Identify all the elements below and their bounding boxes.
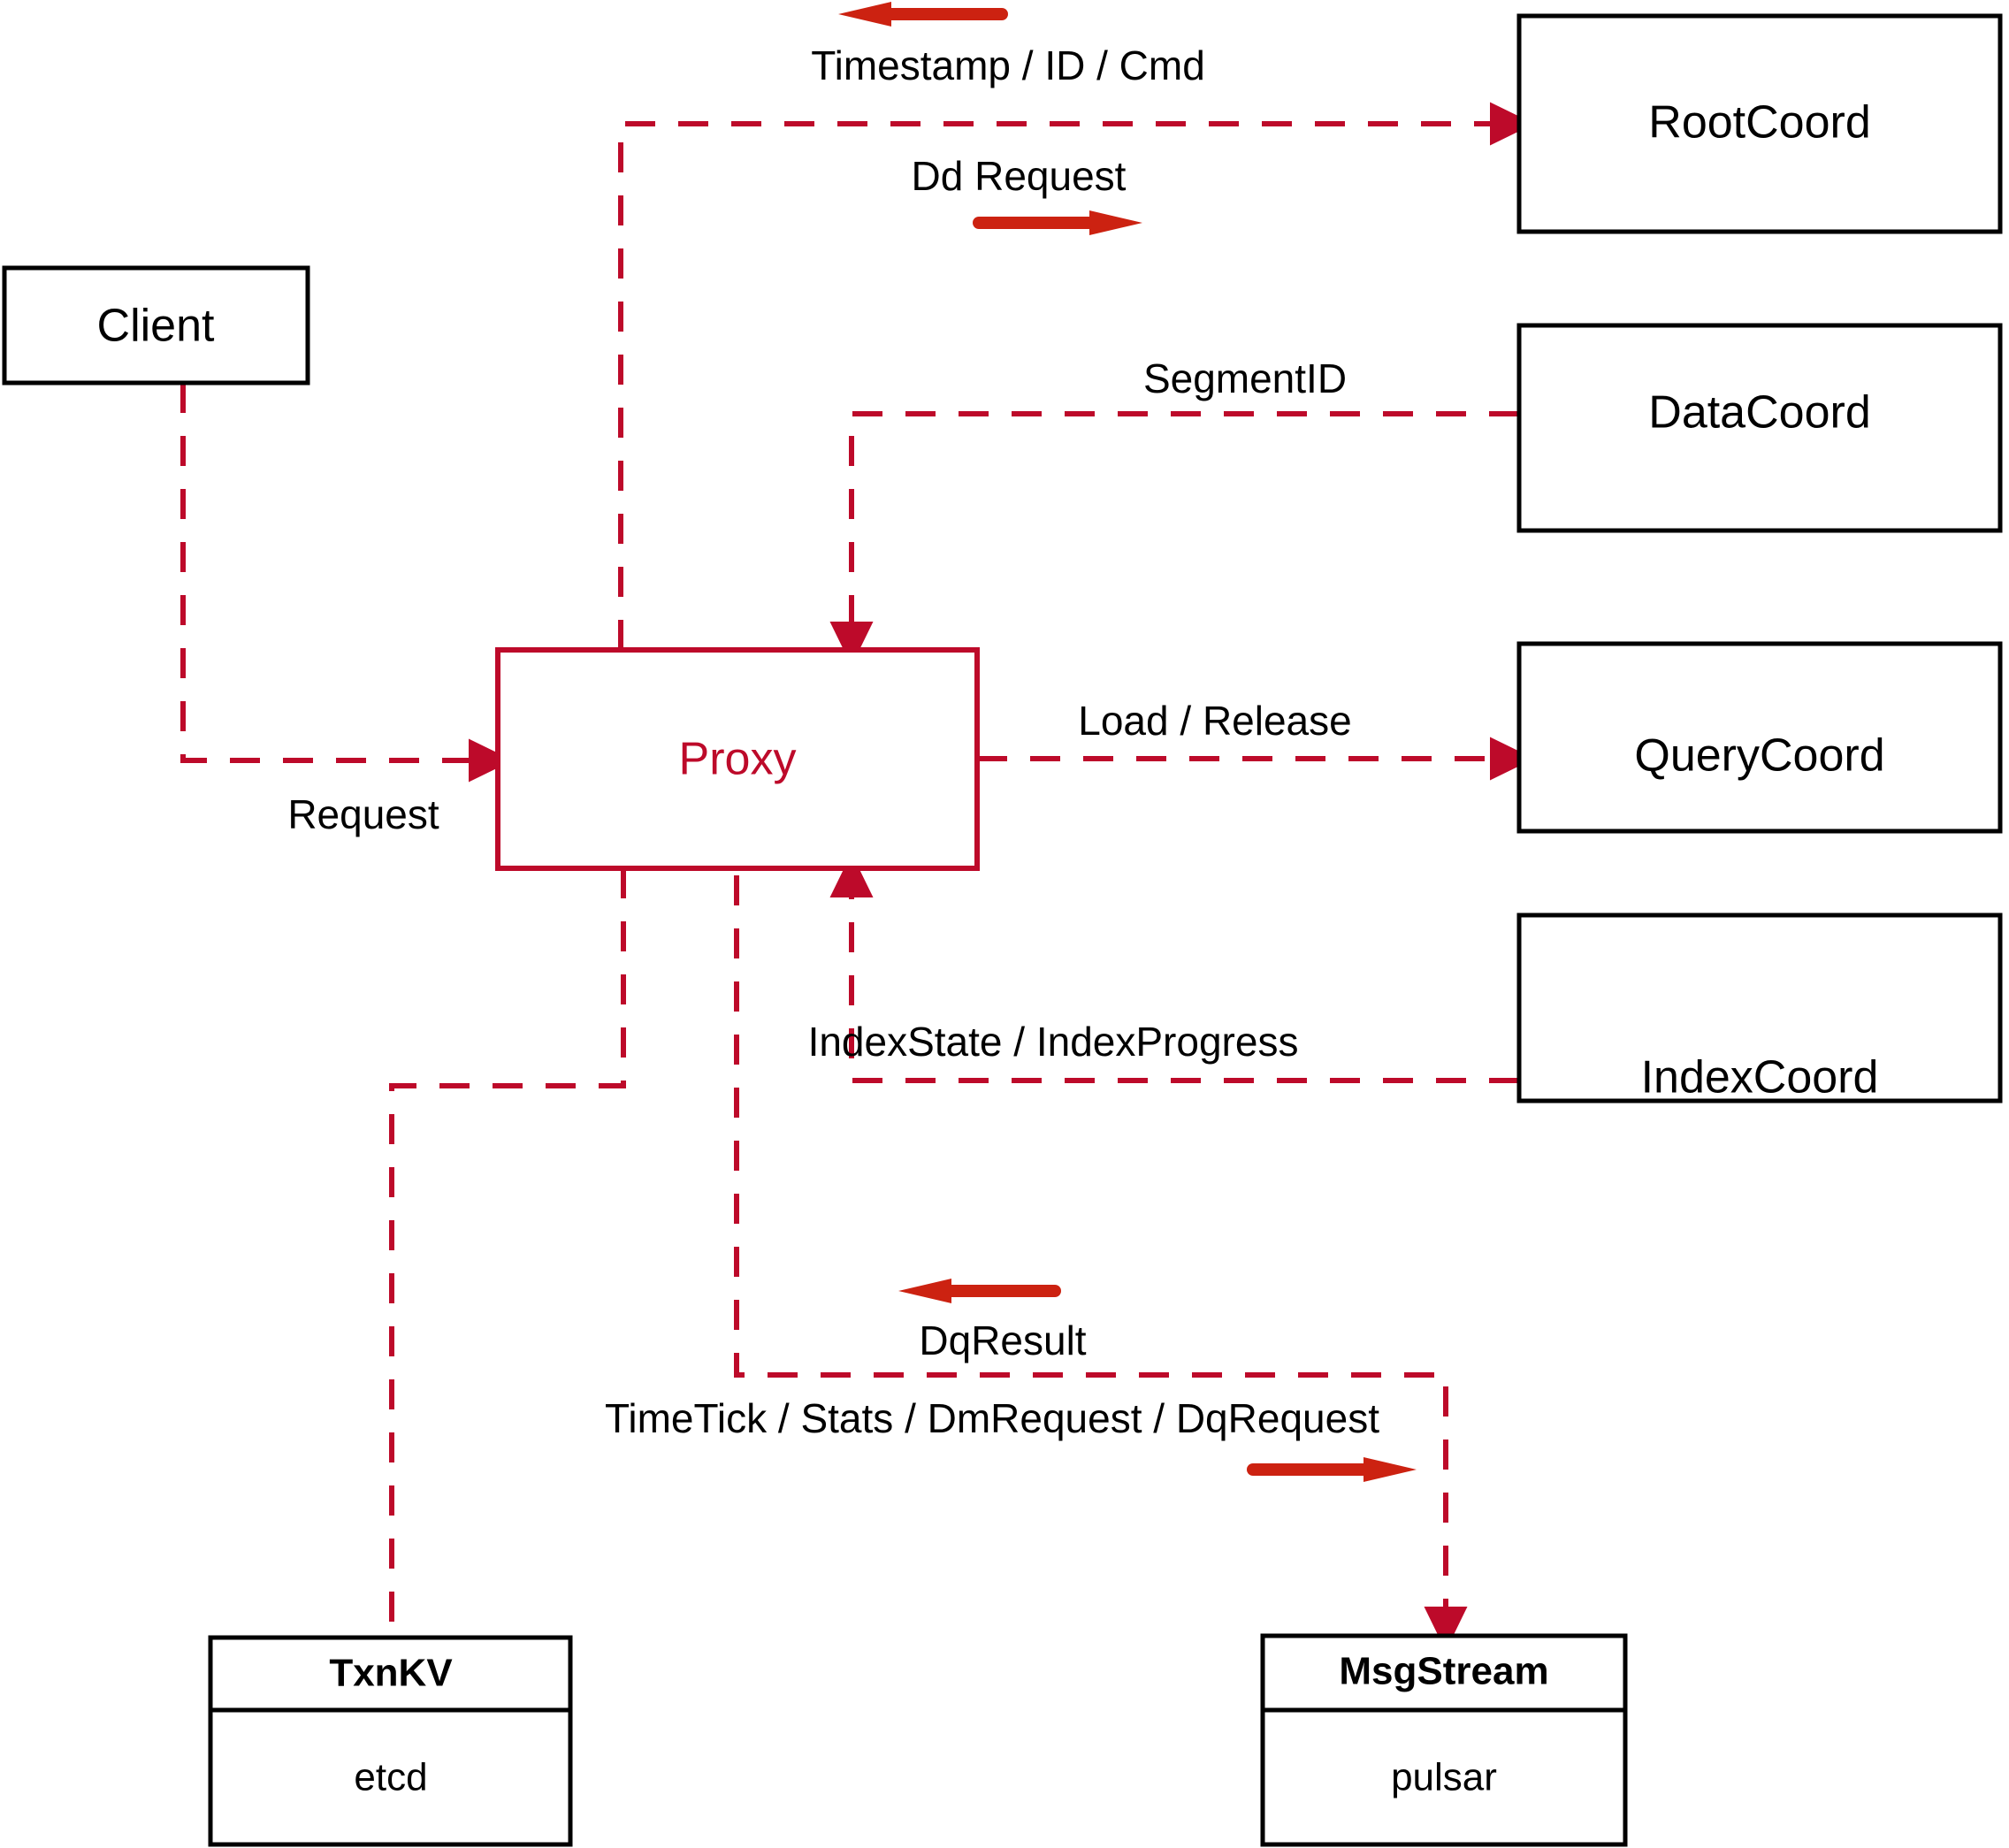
msgstream-title: MsgStream [1339,1650,1548,1693]
node-indexcoord[interactable]: IndexCoord [1516,913,2003,1103]
edge-label-dq-result: DqResult [919,1317,1086,1363]
edge-label-index-state-progress: IndexState / IndexProgress [808,1019,1299,1065]
node-txnkv[interactable]: TxnKV etcd [208,1635,573,1847]
node-proxy[interactable]: Proxy [495,647,980,871]
edge-label-load-release: Load / Release [1078,698,1351,744]
txnkv-box[interactable] [208,1635,573,1847]
edge-client-to-proxy [180,383,514,783]
edge-indexcoord-to-proxy [829,852,1519,1083]
indexcoord-box[interactable] [1516,913,2003,1103]
node-querycoord[interactable]: QueryCoord [1516,641,2003,834]
querycoord-label: QueryCoord [1634,730,1884,782]
node-rootcoord[interactable]: RootCoord [1516,13,2003,234]
datacoord-label: DataCoord [1648,387,1870,439]
node-msgstream[interactable]: MsgStream pulsar [1260,1633,1628,1847]
flow-arrow-dqresult-left [898,1279,1061,1303]
msgstream-box[interactable] [1260,1633,1628,1847]
edge-proxy-to-txnkv [389,868,626,1638]
proxy-label: Proxy [679,734,797,785]
msgstream-impl: pulsar [1391,1756,1497,1799]
flow-arrow-timestamp-left [838,2,1008,27]
edge-label-dd-request: Dd Request [912,153,1127,199]
txnkv-title: TxnKV [329,1652,453,1695]
edge-label-timestamp-id-cmd: Timestamp / ID / Cmd [811,42,1205,88]
rootcoord-label: RootCoord [1648,97,1870,149]
querycoord-box[interactable] [1516,641,2003,834]
node-client[interactable]: Client [2,265,310,386]
edge-label-timetick-stats: TimeTick / Stats / DmRequest / DqRequest [605,1395,1379,1441]
rootcoord-box[interactable] [1516,13,2003,234]
flow-arrow-dd-request-right [973,210,1142,235]
indexcoord-label: IndexCoord [1641,1052,1879,1103]
flow-arrow-timetick-right [1247,1457,1417,1482]
edge-proxy-to-rootcoord [618,102,1535,650]
datacoord-box[interactable] [1516,323,2003,533]
client-label: Client [97,301,215,352]
proxy-box[interactable] [495,647,980,871]
client-box[interactable] [2,265,310,386]
edge-label-segment-id: SegmentID [1143,355,1347,401]
node-datacoord[interactable]: DataCoord [1516,323,2003,533]
txnkv-impl: etcd [354,1756,427,1799]
edge-label-request: Request [287,791,439,837]
edge-datacoord-to-proxy [829,411,1519,667]
edge-proxy-to-msgstream [734,875,1468,1652]
